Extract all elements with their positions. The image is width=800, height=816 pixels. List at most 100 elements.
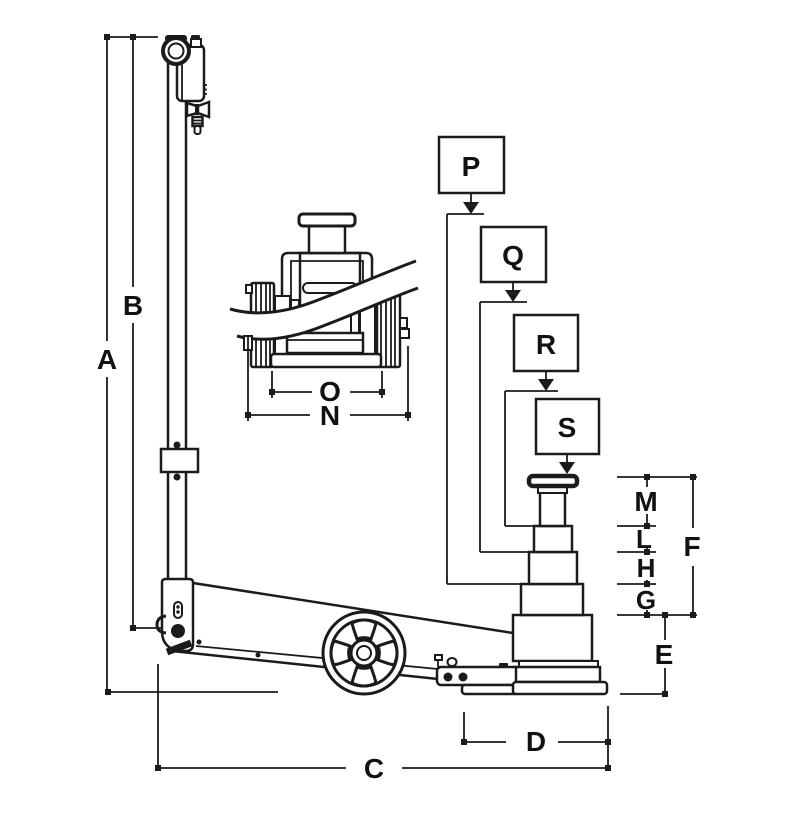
inset-saddle-neck xyxy=(307,223,347,255)
tick xyxy=(605,765,611,771)
dim-label-b: B xyxy=(123,290,143,321)
valve-ribs xyxy=(203,84,207,95)
inset-bottom-plate xyxy=(269,352,383,369)
tick xyxy=(644,474,650,480)
callout-label-s: S xyxy=(558,412,577,443)
handle-shaft xyxy=(166,54,188,583)
ram-piston xyxy=(538,490,567,528)
slot-dot xyxy=(176,610,180,614)
callout-box-q xyxy=(479,225,548,284)
saddle-cap xyxy=(526,473,580,489)
rivet xyxy=(255,652,261,658)
inset-right-axle-nut xyxy=(399,328,410,339)
handle-collar xyxy=(159,447,200,474)
toe-hook xyxy=(155,614,167,635)
arrowhead-p xyxy=(463,202,479,214)
dim-label-n: N xyxy=(320,400,340,431)
callout-label-q: Q xyxy=(502,240,524,271)
rear-foot-plate xyxy=(460,683,520,696)
front-foot-wedge xyxy=(165,639,193,656)
telescopic-ram xyxy=(511,473,609,696)
rivet xyxy=(196,639,202,645)
tick xyxy=(105,689,111,695)
air-inlet-cap xyxy=(191,35,200,40)
dim-label-d: D xyxy=(526,726,546,757)
callout-box-p xyxy=(437,135,506,195)
dim-label-e: E xyxy=(655,639,674,670)
handle-eye-hole xyxy=(167,42,185,60)
coupler-nipple xyxy=(193,125,202,135)
wheel-spokes xyxy=(329,618,399,688)
dim-label-f: F xyxy=(683,531,700,562)
tick xyxy=(405,412,411,418)
spoke-right xyxy=(376,639,399,667)
pivot-housing xyxy=(155,577,195,656)
tick xyxy=(690,474,696,480)
trigger-right-wing xyxy=(196,100,211,119)
callout-flow: P Q R S xyxy=(437,135,601,585)
break-curve-lower xyxy=(236,286,419,341)
inset-right-axle-pin xyxy=(399,317,408,329)
break-curve-upper xyxy=(229,259,417,315)
axle-bolt xyxy=(443,672,453,682)
tick xyxy=(461,739,467,745)
pin-head xyxy=(434,654,443,661)
chassis-top-edge xyxy=(192,581,514,635)
callout-label-p: P xyxy=(462,151,481,182)
wheel xyxy=(321,610,407,696)
slot-dot xyxy=(176,605,180,609)
ram-base-plate xyxy=(511,680,609,696)
ram-base-tier xyxy=(514,665,602,684)
hub-nut xyxy=(356,645,372,661)
ram-stage-2 xyxy=(527,550,579,586)
control-head xyxy=(161,35,211,135)
arrowhead-s xyxy=(559,462,575,474)
tick xyxy=(690,612,696,618)
dim-label-l: L xyxy=(636,524,652,554)
tick xyxy=(662,612,668,618)
arrowhead-q xyxy=(505,290,521,302)
tick xyxy=(104,34,110,40)
pivot-pin xyxy=(171,624,185,638)
tick xyxy=(644,581,650,587)
callout-box-r xyxy=(512,313,580,373)
side-view-elevation xyxy=(155,35,609,696)
tick xyxy=(644,523,650,529)
coupler-ribs xyxy=(193,119,202,125)
dim-label-o: O xyxy=(319,376,341,407)
ext-n xyxy=(247,336,409,421)
air-inlet xyxy=(190,38,202,48)
ram-stage-1 xyxy=(519,582,585,617)
collar-pin-top xyxy=(173,441,181,449)
grease-slot xyxy=(173,601,183,619)
collar-pin-bottom xyxy=(173,473,181,481)
callout-label-r: R xyxy=(536,329,556,360)
inset-crossbar xyxy=(285,331,365,355)
spoke-left xyxy=(329,639,352,667)
tick xyxy=(245,412,251,418)
roller xyxy=(446,657,458,667)
dim-label-a: A xyxy=(97,344,117,375)
dimension-lines-bottom: C D xyxy=(155,664,611,784)
tick xyxy=(644,549,650,555)
tick xyxy=(130,34,136,40)
tick xyxy=(130,625,136,631)
front-view-inset: O N xyxy=(229,212,419,431)
tick xyxy=(605,739,611,745)
dim-label-m: M xyxy=(634,486,657,517)
coupler-body xyxy=(191,115,204,128)
tick xyxy=(662,691,668,697)
axle-bolt xyxy=(458,672,468,682)
tick xyxy=(155,765,161,771)
arrowhead-r xyxy=(538,379,554,391)
leader-r xyxy=(504,390,558,527)
tick xyxy=(269,389,275,395)
tick xyxy=(644,612,650,618)
spoke-up xyxy=(350,618,378,641)
break-band xyxy=(230,261,418,340)
inset-right-wheel-ribs xyxy=(380,284,396,366)
dim-label-g: G xyxy=(636,585,656,615)
spoke-down xyxy=(350,665,378,688)
